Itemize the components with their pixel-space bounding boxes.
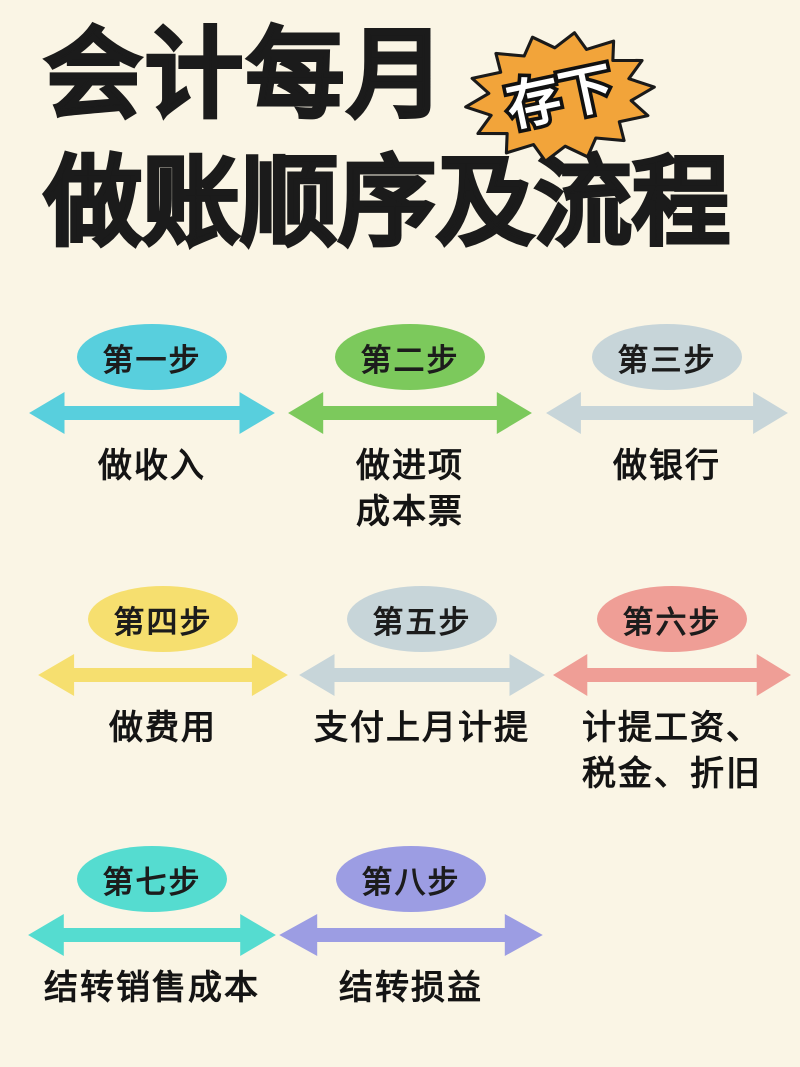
- step-1-caption: 做收入: [98, 447, 206, 485]
- double-arrow-icon: [279, 914, 543, 956]
- step-7: 第七步 结转销售成本: [26, 846, 278, 1012]
- step-8: 第八步 结转损益: [277, 846, 545, 1012]
- double-arrow-icon: [28, 914, 276, 956]
- step-2-badge: 第二步: [335, 324, 485, 390]
- step-6: 第六步 计提工资、 税金、折旧: [551, 586, 793, 798]
- step-7-badge: 第七步: [77, 846, 227, 912]
- step-6-caption: 计提工资、 税金、折旧: [582, 709, 762, 793]
- double-arrow-icon: [38, 654, 288, 696]
- step-5-caption: 支付上月计提: [314, 709, 530, 747]
- starburst-shape: [464, 31, 656, 163]
- step-6-badge: 第六步: [597, 586, 747, 652]
- step-4-badge: 第四步: [88, 586, 238, 652]
- step-2-caption: 做进项 成本票: [356, 447, 464, 531]
- step-1: 第一步 做收入: [27, 324, 277, 490]
- step-3-caption: 做银行: [613, 447, 721, 485]
- step-2: 第二步 做进项 成本票: [286, 324, 534, 536]
- step-3: 第三步 做银行: [544, 324, 790, 490]
- step-7-caption: 结转销售成本: [44, 969, 260, 1007]
- starburst-badge: 存下: [456, 20, 665, 174]
- poster-title-line1: 会计每月: [42, 19, 449, 129]
- double-arrow-icon: [553, 654, 791, 696]
- double-arrow-icon: [546, 392, 788, 434]
- double-arrow-icon: [29, 392, 275, 434]
- step-4: 第四步 做费用: [36, 586, 290, 752]
- step-3-badge: 第三步: [592, 324, 742, 390]
- double-arrow-icon: [288, 392, 532, 434]
- step-8-badge: 第八步: [336, 846, 486, 912]
- poster-title-line2: 做账顺序及流程: [42, 147, 731, 257]
- step-8-caption: 结转损益: [339, 969, 483, 1007]
- step-4-caption: 做费用: [109, 709, 217, 747]
- step-1-badge: 第一步: [77, 324, 227, 390]
- step-5: 第五步 支付上月计提: [297, 586, 547, 752]
- double-arrow-icon: [299, 654, 545, 696]
- step-5-badge: 第五步: [347, 586, 497, 652]
- starburst-icon: 存下: [464, 31, 656, 163]
